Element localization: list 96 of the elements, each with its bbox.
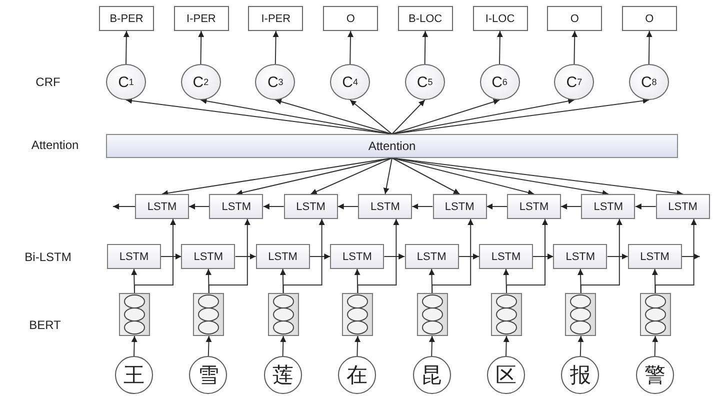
arrow (580, 218, 622, 294)
lstm-box: LSTM (553, 244, 608, 269)
lstm-box: LSTM (209, 194, 264, 219)
tag-box: I-LOC (472, 6, 528, 31)
arrow (280, 336, 286, 356)
arrow (532, 254, 554, 260)
arrow (112, 204, 136, 210)
embedding-vector (491, 293, 522, 336)
arrow (384, 254, 406, 260)
layer-label: Attention (31, 138, 79, 152)
lstm-box: LSTM (256, 244, 310, 269)
layer-label: BERT (29, 318, 61, 332)
character-circle: 雪 (189, 356, 228, 394)
arrow (208, 218, 250, 294)
tag-box: O (622, 6, 677, 31)
embedding-vector (193, 293, 224, 336)
embedding-vector (640, 293, 671, 336)
lstm-box: LSTM (330, 244, 384, 269)
embedding-vector (416, 293, 448, 336)
arrow (134, 218, 176, 294)
arrow (206, 336, 212, 356)
tag-box: I-PER (174, 6, 229, 31)
arrow (606, 254, 628, 260)
lstm-box: LSTM (181, 244, 236, 269)
arrow (634, 204, 656, 210)
arrow (272, 30, 279, 64)
arrow (572, 30, 578, 64)
arrow (422, 30, 428, 64)
tag-box: I-PER (248, 6, 304, 31)
lstm-box: LSTM (284, 194, 338, 219)
character-circle: 昆 (412, 356, 451, 394)
arrow (428, 336, 435, 356)
arrow (652, 336, 658, 356)
lstm-box: LSTM (479, 244, 533, 269)
arrow (350, 100, 392, 134)
arrow (188, 204, 210, 210)
arrow (198, 30, 204, 64)
arrow (123, 30, 130, 64)
embedding-vector (342, 293, 374, 336)
character-circle: 王 (115, 356, 153, 394)
arrow (282, 218, 325, 294)
arrow (412, 204, 434, 210)
tag-box: B-LOC (398, 6, 453, 31)
arrow (354, 336, 361, 356)
attention-bar: Attention (106, 134, 678, 158)
lstm-box: LSTM (628, 244, 682, 269)
character-circle: 区 (487, 356, 525, 394)
arrow (160, 254, 182, 260)
arrow (131, 336, 138, 356)
arrow (654, 218, 697, 294)
arrow (560, 204, 582, 210)
arrow (432, 218, 474, 294)
character-circle: 报 (561, 356, 600, 394)
arrow (234, 254, 256, 260)
arrow (236, 158, 392, 196)
arrow (392, 98, 500, 134)
tag-box: B-PER (99, 6, 154, 31)
layer-label: CRF (36, 75, 60, 89)
arrow (348, 30, 354, 64)
tag-box: O (547, 6, 602, 31)
embedding-vector (119, 293, 150, 336)
lstm-box: LSTM (432, 194, 487, 219)
arrow (503, 336, 510, 356)
arrow (392, 158, 460, 194)
lstm-box: LSTM (358, 194, 412, 219)
lstm-box: LSTM (656, 194, 710, 219)
arrow (506, 218, 548, 294)
embedding-vector (565, 293, 596, 336)
arrow (337, 204, 359, 210)
arrow (280, 268, 286, 294)
tag-box: O (323, 6, 378, 31)
arrow (681, 254, 700, 260)
arrow (274, 98, 392, 134)
arrow (458, 254, 480, 260)
lstm-box: LSTM (107, 244, 161, 269)
lstm-box: LSTM (135, 194, 189, 219)
lstm-box: LSTM (581, 194, 636, 219)
arrow (496, 30, 503, 64)
arrow (646, 30, 652, 64)
arrow (262, 204, 284, 210)
lstm-box: LSTM (507, 194, 561, 219)
arrow (357, 218, 400, 294)
arrow (200, 98, 392, 134)
arrow (383, 158, 392, 194)
lstm-box: LSTM (404, 244, 459, 269)
arrow (486, 204, 508, 210)
embedding-vector (268, 293, 299, 336)
character-circle: 警 (636, 356, 674, 394)
arrow (392, 100, 426, 134)
character-circle: 在 (338, 356, 376, 394)
arrow (652, 268, 658, 294)
arrow (309, 254, 331, 260)
arrow (578, 336, 584, 356)
layer-label: Bi-LSTM (24, 250, 72, 264)
arrow (310, 158, 392, 194)
character-circle: 莲 (264, 356, 302, 394)
